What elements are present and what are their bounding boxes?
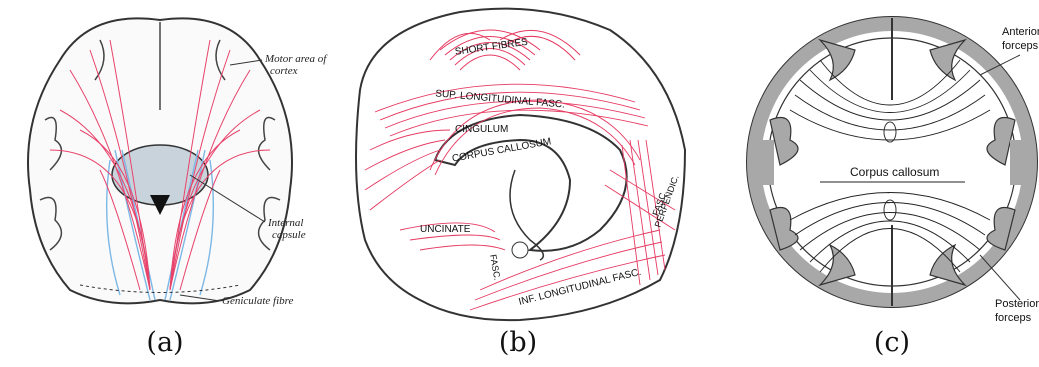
label-posterior-2: forceps (995, 312, 1032, 324)
panel-a-figure: Motor area of cortex Internal capsule Ge… (0, 0, 330, 320)
panel-c: Corpus callosum Anterior forceps Posteri… (740, 0, 1039, 367)
panel-b: SHORT FIBRES SUP. LONGITUDINAL FASC. CIN… (340, 0, 690, 367)
panel-a: Motor area of cortex Internal capsule Ge… (0, 0, 330, 367)
panel-c-figure: Corpus callosum Anterior forceps Posteri… (740, 0, 1039, 330)
label-anterior-2: forceps (1002, 40, 1039, 52)
label-corpus-callosum-c: Corpus callosum (850, 165, 939, 179)
label-geniculate: Geniculate fibre (222, 295, 293, 307)
label-motor-area-2: cortex (270, 65, 298, 77)
label-cingulum: CINGULUM (455, 124, 508, 135)
label-internal-capsule: Internal (267, 217, 303, 229)
label-posterior: Posterior (995, 298, 1039, 310)
caption-c: (c) (852, 327, 932, 358)
panel-b-figure: SHORT FIBRES SUP. LONGITUDINAL FASC. CIN… (340, 0, 690, 330)
label-uncinate: UNCINATE (420, 224, 471, 235)
label-anterior: Anterior (1002, 26, 1039, 38)
label-motor-area: Motor area of (264, 53, 328, 65)
caption-b: (b) (478, 327, 558, 358)
caption-a: (a) (125, 327, 205, 358)
label-internal-capsule-2: capsule (272, 229, 306, 241)
